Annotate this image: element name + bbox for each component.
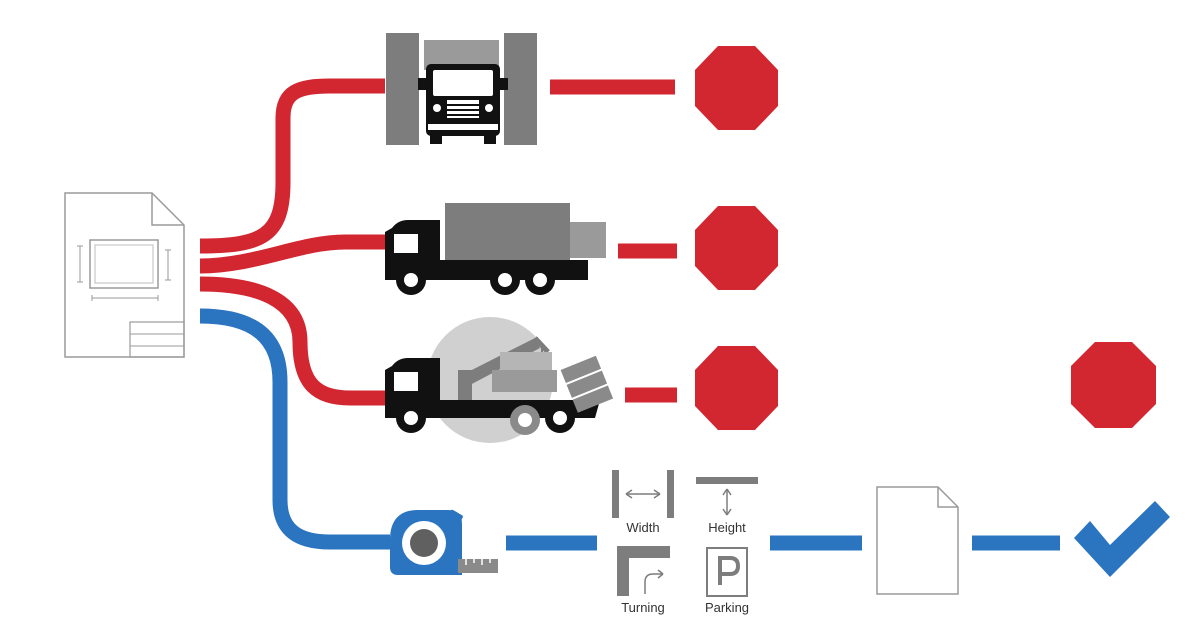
site-plan-document-icon [64,192,185,358]
extra-stop-octagon-icon [1071,342,1156,428]
turning-label: Turning [621,600,665,615]
height-label: Height [708,520,746,535]
parking-check: Parking [705,547,749,615]
box-truck-icon [385,203,606,295]
red-route-2 [199,234,385,274]
height-clearance-icon [696,477,758,516]
red-route-1 [199,78,385,254]
connectors [199,78,1060,551]
turning-corner-icon [617,546,670,596]
truck-in-narrow-gate-icon [386,33,537,145]
turning-check: Turning [617,546,670,615]
crane-truck-icon [385,317,614,443]
width-label: Width [626,520,659,535]
tape-measure-icon [390,509,498,575]
checkmark-icon [1074,501,1170,577]
blank-document-icon [876,486,959,595]
width-check: Width [612,470,674,535]
stop-octagons [695,46,1156,430]
stop-octagon-icon [695,346,778,430]
red-route-3 [199,276,385,406]
height-check: Height [696,477,758,535]
parking-label: Parking [705,600,749,615]
blue-route [199,308,390,550]
stop-octagon-icon [695,46,778,130]
width-gap-icon [612,470,674,518]
stop-octagon-icon [695,206,778,290]
parking-sign-icon [706,547,748,597]
